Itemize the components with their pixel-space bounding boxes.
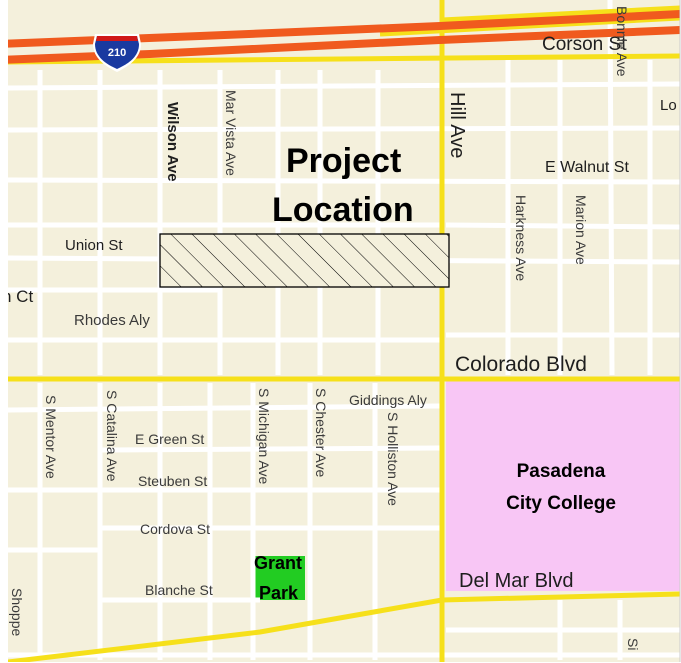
park-label-line2: Park: [259, 583, 299, 603]
label-steuben-st: Steuben St: [138, 473, 207, 489]
label-colorado-blvd: Colorado Blvd: [455, 353, 587, 376]
label-blanche-st: Blanche St: [145, 582, 213, 598]
label-s-mentor-ave: S Mentor Ave: [43, 395, 59, 479]
shield-number: 210: [108, 47, 126, 59]
label-s-chester-ave: S Chester Ave: [313, 388, 329, 477]
label-giddings-aly: Giddings Aly: [349, 392, 427, 408]
minor-roads: [8, 0, 680, 660]
label-s-holliston-ave: S Holliston Ave: [385, 412, 401, 506]
label-mar-vista-ave: Mar Vista Ave: [223, 90, 239, 176]
label-wilson-ave: Wilson Ave: [164, 102, 181, 182]
interstate-shield-icon: 210: [93, 34, 141, 72]
park-label-line1: Grant: [254, 553, 302, 573]
label-rhodes-aly: Rhodes Aly: [74, 312, 150, 329]
major-roads: [8, 0, 680, 662]
label-harkness-ave: Harkness Ave: [513, 195, 529, 281]
label-bonnie-ave: Bonnie Ave: [614, 6, 630, 77]
project-location-area: [159, 233, 450, 288]
label-union-st: Union St: [65, 237, 123, 254]
label-corson-st: Corson St: [542, 34, 627, 55]
college-label-line2: City College: [506, 493, 616, 514]
park-area: [253, 556, 305, 600]
label-s-catalina-ave: S Catalina Ave: [104, 390, 120, 482]
label-si: Si: [625, 638, 641, 650]
college-area: [446, 379, 680, 591]
label-lo: Lo: [660, 97, 677, 114]
label-s-michigan-ave: S Michigan Ave: [256, 388, 272, 484]
project-title-line2: Location: [272, 191, 414, 229]
label-e-walnut-st: E Walnut St: [545, 159, 629, 176]
label-shoppe: Shoppe: [9, 588, 25, 636]
label-marion-ave: Marion Ave: [573, 195, 589, 265]
label-cordova-st: Cordova St: [140, 521, 210, 537]
label-ct: n Ct: [2, 287, 33, 306]
project-title-line1: Project: [286, 142, 401, 180]
label-e-green-st: E Green St: [135, 431, 204, 447]
label-hill-ave: Hill Ave: [446, 92, 468, 158]
college-label-line1: Pasadena: [517, 461, 606, 482]
label-del-mar-blvd: Del Mar Blvd: [459, 570, 573, 592]
